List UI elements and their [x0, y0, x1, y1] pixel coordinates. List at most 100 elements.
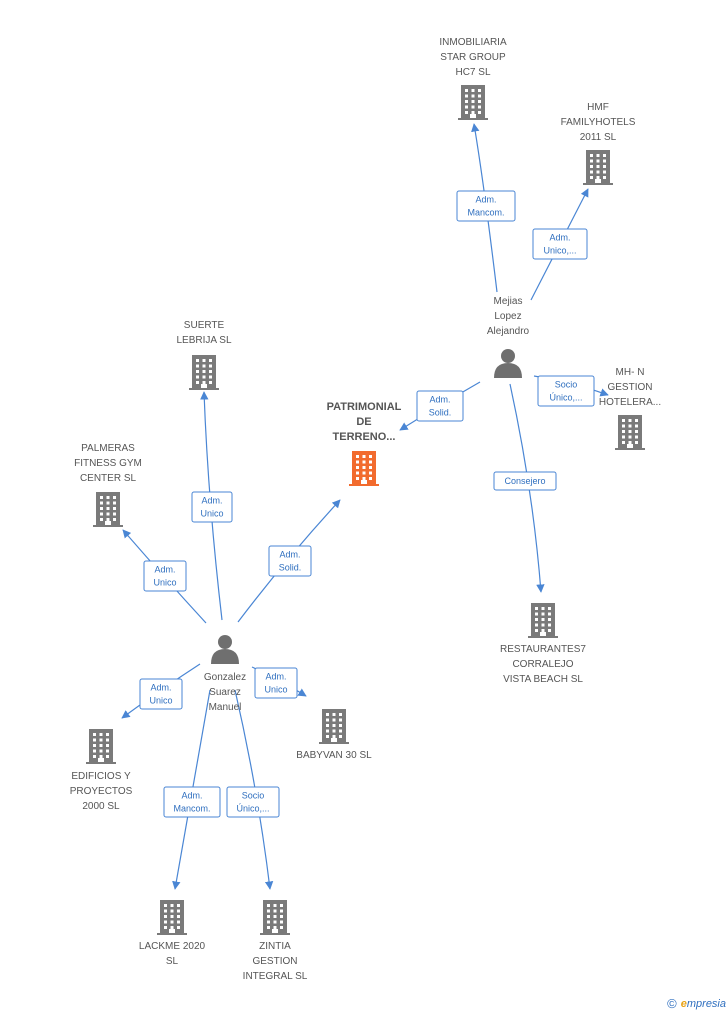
edge-label-gonzalez-lackme[interactable]: Adm. Mancom. — [163, 786, 221, 818]
node-label: DE — [356, 416, 371, 428]
edge-label-box — [163, 786, 221, 818]
empresia-logo: empresia — [680, 997, 726, 1010]
copyright-symbol: © — [667, 996, 677, 1011]
node-hmf[interactable]: HMF FAMILYHOTELS 2011 SL — [561, 102, 636, 185]
building-icon — [93, 492, 123, 527]
edge-label-box — [139, 678, 183, 710]
building-icon — [349, 451, 379, 486]
node-patrimonial[interactable]: PATRIMONIAL DE TERRENO... — [327, 401, 402, 486]
edge-label-text: Socio — [555, 380, 578, 390]
edge-label-text: Socio — [242, 791, 265, 801]
edge-label-text: Adm. — [475, 195, 496, 205]
node-label: PROYECTOS — [70, 786, 133, 797]
node-label: Suarez — [209, 687, 241, 698]
node-label: 2011 SL — [580, 132, 617, 143]
edge-label-text: Adm. — [265, 672, 286, 682]
node-edificios[interactable]: EDIFICIOS Y PROYECTOS 2000 SL — [70, 729, 133, 812]
edge-label-text: Único,... — [236, 804, 269, 814]
edge-label-mejias-inmobiliaria[interactable]: Adm. Mancom. — [456, 190, 516, 222]
edge-label-mejias-restaurantes[interactable]: Consejero — [493, 471, 557, 491]
node-label: ZINTIA — [259, 941, 291, 952]
node-label: TERRENO... — [333, 431, 396, 443]
node-label: SUERTE — [184, 320, 225, 331]
node-label: GESTION — [607, 382, 652, 393]
edge-label-text: Adm. — [201, 496, 222, 506]
node-label: VISTA BEACH SL — [503, 674, 583, 685]
edge-label-gonzalez-suerte[interactable]: Adm. Unico — [191, 491, 233, 523]
node-label: CENTER SL — [80, 473, 137, 484]
node-babyvan[interactable]: BABYVAN 30 SL — [296, 709, 372, 761]
edge-label-box — [456, 190, 516, 222]
node-label: INTEGRAL SL — [243, 971, 308, 982]
node-label: INMOBILIARIA — [439, 37, 507, 48]
node-label: STAR GROUP — [440, 52, 506, 63]
edge-label-text: Adm. — [154, 565, 175, 575]
node-zintia[interactable]: ZINTIA GESTION INTEGRAL SL — [243, 900, 308, 982]
edge-label-text: Mancom. — [467, 208, 504, 218]
node-label: HOTELERA... — [599, 397, 661, 408]
edge-label-box — [537, 375, 595, 407]
node-label: Alejandro — [487, 326, 530, 337]
edge-label-gonzalez-babyvan[interactable]: Adm. Unico — [254, 667, 298, 699]
node-palmeras[interactable]: PALMERAS FITNESS GYM CENTER SL — [74, 443, 142, 527]
node-label: PALMERAS — [81, 443, 135, 454]
person-icon — [211, 635, 239, 664]
edge-label-text: Adm. — [181, 791, 202, 801]
node-label: FAMILYHOTELS — [561, 117, 636, 128]
edge-label-gonzalez-palmeras[interactable]: Adm.Unico — [143, 560, 187, 592]
node-label: HMF — [587, 102, 609, 113]
node-label: FITNESS GYM — [74, 458, 142, 469]
node-label: Mejias — [494, 296, 523, 307]
node-label: RESTAURANTES7 — [500, 644, 586, 655]
node-label: Lopez — [494, 311, 521, 322]
building-icon — [86, 729, 116, 764]
node-label: Manuel — [209, 702, 242, 713]
empresia-watermark[interactable]: © empresia — [667, 996, 726, 1011]
building-icon — [528, 603, 558, 638]
edge-label-text: Adm. — [429, 395, 450, 405]
node-label: 2000 SL — [82, 801, 120, 812]
building-icon — [319, 709, 349, 744]
node-label: SL — [166, 956, 179, 967]
node-label: BABYVAN 30 SL — [296, 750, 372, 761]
edge-label-text: Solid. — [429, 408, 452, 418]
edge-label-text: Adm. — [150, 683, 171, 693]
node-label: Gonzalez — [204, 672, 246, 683]
node-label: PATRIMONIAL — [327, 401, 402, 413]
edge-label-gonzalez-patrimonial[interactable]: Adm.Solid. — [268, 545, 312, 577]
building-icon — [583, 150, 613, 185]
node-label: LACKME 2020 — [139, 941, 206, 952]
edge-label-text: Solid. — [279, 563, 302, 573]
edge-label-box — [254, 667, 298, 699]
edge-label-gonzalez-zintia[interactable]: SocioÚnico,... — [226, 786, 280, 818]
node-label: LEBRIJA SL — [176, 335, 231, 346]
node-label: CORRALEJO — [512, 659, 573, 670]
edge-label-box — [191, 491, 233, 523]
edge-label-text: Unico — [200, 509, 223, 519]
edge-label-box — [416, 390, 464, 422]
edge-label-box — [226, 786, 280, 818]
node-suerte[interactable]: SUERTE LEBRIJA SL — [176, 320, 232, 390]
node-label: HC7 SL — [455, 67, 490, 78]
edge-label-mejias-mhn[interactable]: SocioÚnico,... — [537, 375, 595, 407]
building-icon — [157, 900, 187, 935]
node-label: GESTION — [252, 956, 297, 967]
edge-label-box — [143, 560, 187, 592]
building-icon — [458, 85, 488, 120]
edge-label-gonzalez-edificios[interactable]: Adm.Unico — [139, 678, 183, 710]
node-mhn[interactable]: MH- N GESTION HOTELERA... — [599, 367, 661, 450]
node-label: EDIFICIOS Y — [71, 771, 131, 782]
edge-label-mejias-hmf[interactable]: Adm.Unico,... — [532, 228, 588, 260]
node-label: MH- N — [616, 367, 645, 378]
node-inmobiliaria[interactable]: INMOBILIARIA STAR GROUP HC7 SL — [439, 37, 507, 120]
edge-label-text: Unico,... — [543, 246, 576, 256]
person-icon — [494, 349, 522, 378]
edge-label-mejias-patrimonial[interactable]: Adm. Solid. — [416, 390, 464, 422]
edge-label-text: Mancom. — [173, 804, 210, 814]
edge-label-text: Unico — [264, 685, 287, 695]
